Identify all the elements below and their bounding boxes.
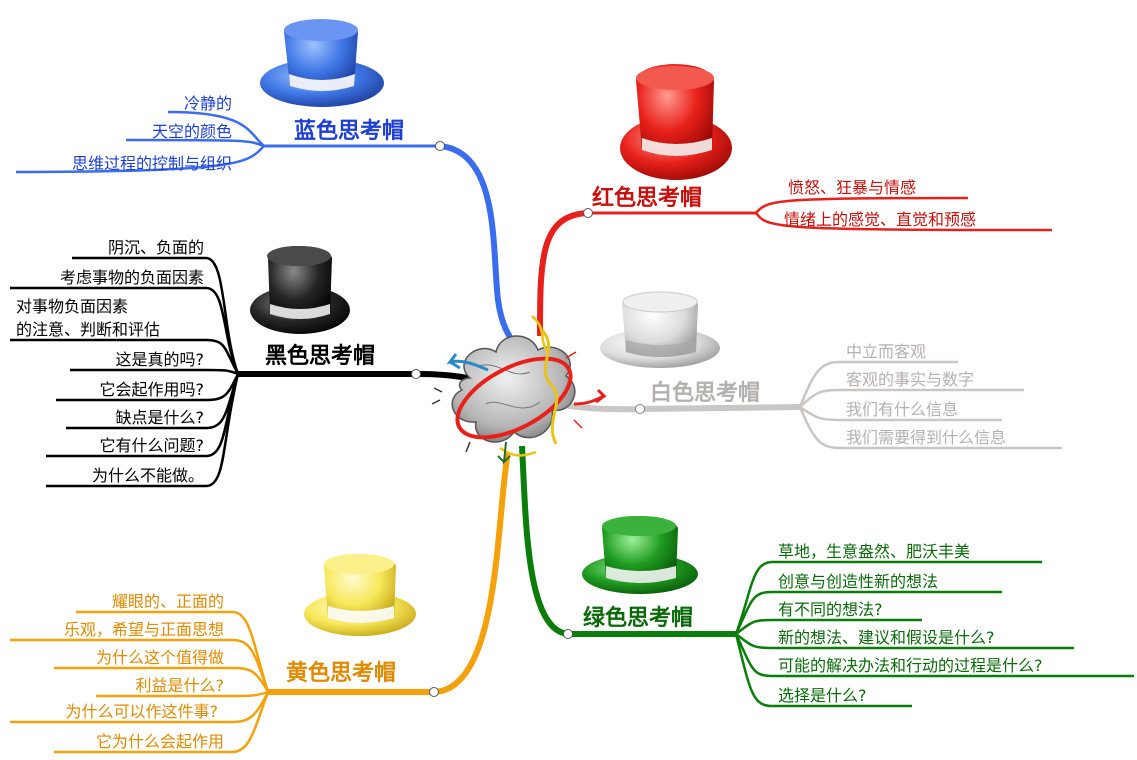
green-hat-item: 草地，生意盎然、肥沃丰美 [778,542,970,561]
green-hat-item: 可能的解决办法和行动的过程是什么? [778,656,1043,675]
black-hat-item: 缺点是什么? [116,408,205,427]
blue-hat-item: 天空的颜色 [152,122,232,141]
yellow-top-hat-icon [304,554,416,636]
white-hat-item: 中立而客观 [846,342,926,361]
green-hat-item: 选择是什么? [778,686,867,705]
red-hat-item: 愤怒、狂暴与情感 [788,178,916,197]
brainstorm-cloud-icon [431,315,607,465]
black-hat-item: 这是真的吗? [116,350,205,369]
white-hat-title: 白色思考帽 [650,380,760,406]
black-hat-item: 阴沉、负面的 [108,238,204,257]
white-hat-item: 我们需要得到什么信息 [846,428,1006,447]
white-hat-item: 我们有什么信息 [846,400,958,419]
red-hat-item: 情绪上的感觉、直觉和预感 [784,210,976,229]
black-top-hat-icon [250,246,350,334]
blue-hat-item: 冷静的 [184,94,232,113]
black-hat-item: 对事物负面因素 [16,297,128,316]
white-hat-item: 客观的事实与数字 [846,370,974,389]
blue-hat-item: 思维过程的控制与组织 [72,154,232,173]
yellow-hat-branch: 黄色思考帽 耀眼的、正面的 乐观，希望与正面思想 为什么这个值得做 利益是什么?… [10,451,511,754]
yellow-hat-item: 乐观，希望与正面思想 [64,620,224,639]
red-hat-title: 红色思考帽 [592,185,702,211]
green-hat-title: 绿色思考帽 [583,605,693,631]
green-hat-item: 创意与创造性新的想法 [778,572,938,591]
black-hat-item: 为什么不能做。 [92,466,204,485]
yellow-hat-item: 它为什么会起作用 [96,732,224,751]
black-hat-title: 黑色思考帽 [265,343,375,369]
white-hat-branch: 白色思考帽 中立而客观 客观的事实与数字 我们有什么信息 我们需要得到什么信息 [553,291,1062,450]
black-hat-item: 它有什么问题? [100,436,205,455]
black-hat-item: 的注意、判断和评估 [16,320,160,339]
black-hat-item: 它会起作用吗? [100,380,205,399]
yellow-hat-item: 为什么这个值得做 [96,648,224,667]
black-hat-branch: 黑色思考帽 阴沉、负面的 考虑事物的负面因素 对事物负面因素 的注意、判断和评估… [10,238,501,488]
yellow-hat-item: 耀眼的、正面的 [112,592,224,611]
green-hat-branch: 绿色思考帽 草地，生意盎然、肥沃丰美 创意与创造性新的想法 有不同的想法? 新的… [519,445,1134,708]
blue-hat-title: 蓝色思考帽 [294,118,404,144]
green-hat-item: 新的想法、建议和假设是什么? [778,628,995,647]
yellow-hat-title: 黄色思考帽 [286,660,396,686]
blue-hat-branch: 蓝色思考帽 冷静的 天空的颜色 思维过程的控制与组织 [15,19,523,354]
green-hat-item: 有不同的想法? [778,600,883,619]
white-top-hat-icon [600,291,720,368]
red-top-hat-icon [620,64,732,180]
red-hat-branch: 红色思考帽 愤怒、狂暴与情感 情绪上的感觉、直觉和预感 [537,64,1053,337]
black-hat-item: 考虑事物的负面因素 [60,268,204,287]
green-top-hat-icon [582,516,698,594]
yellow-hat-item: 利益是什么? [136,676,225,695]
blue-top-hat-icon [260,19,384,107]
yellow-hat-item: 为什么可以作这件事? [66,702,219,721]
